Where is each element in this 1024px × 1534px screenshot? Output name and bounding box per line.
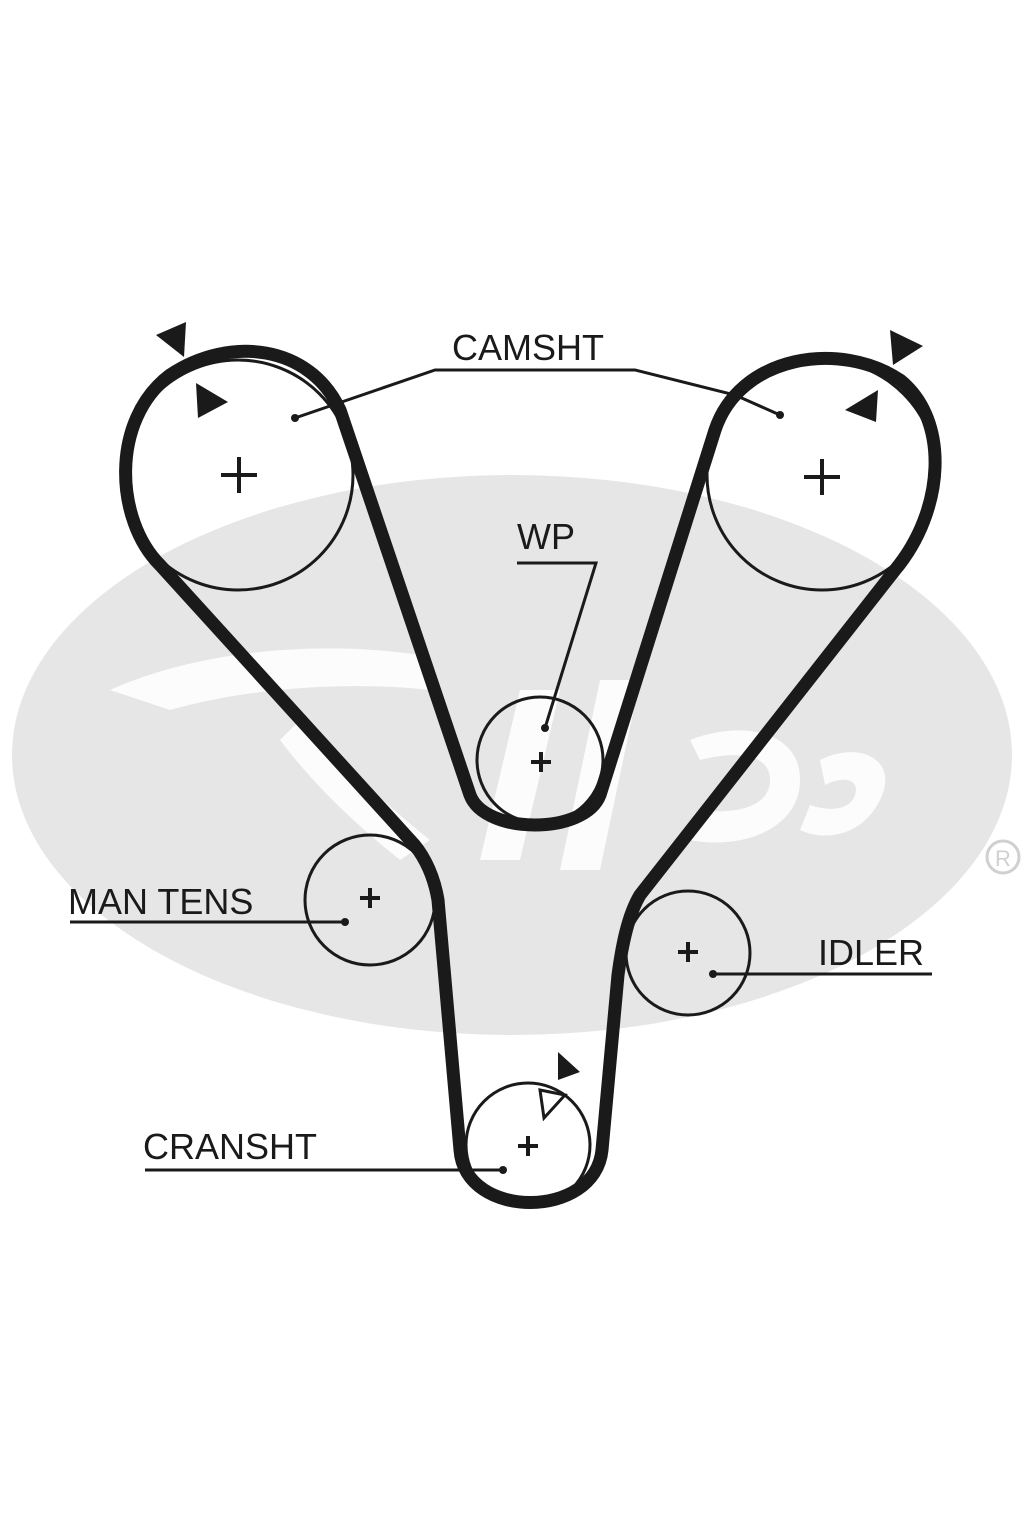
triangle-marker-icon: [890, 330, 923, 365]
camshaft-label: CAMSHT: [452, 327, 604, 368]
water-pump-leader-dot: [541, 724, 549, 732]
plus-icon: [804, 459, 840, 495]
pulley-centers: [221, 457, 840, 1156]
triangle-marker-icon: [156, 322, 186, 357]
timing-marks: [156, 322, 923, 1122]
leader-lines: [70, 368, 932, 1172]
triangle-marker-icon: [196, 383, 228, 418]
crankshaft-label: CRANSHT: [143, 1126, 317, 1167]
plus-icon: [518, 1136, 538, 1156]
leader-endpoints: [291, 411, 784, 1174]
idler-leader-dot: [709, 970, 717, 978]
plus-icon: [678, 942, 698, 962]
registered-mark-r: R: [995, 846, 1011, 871]
triangle-marker-icon: [845, 390, 878, 422]
timing-belt: [119, 344, 942, 1209]
triangle-marker-icon: [558, 1052, 580, 1080]
manual-tensioner-leader-dot: [341, 918, 349, 926]
registered-mark-circle: [985, 839, 1021, 875]
water-pump-label: WP: [517, 516, 575, 557]
camshaft-leader-left: [294, 368, 781, 420]
idler-label: IDLER: [818, 932, 924, 973]
crankshaft-leader-dot: [499, 1166, 507, 1174]
camshaft-leader-dot-right: [776, 411, 784, 419]
water-pump-leader: [517, 561, 599, 729]
camshaft-leader-dot-left: [291, 414, 299, 422]
plus-icon: [360, 888, 380, 908]
plus-icon: [531, 752, 551, 772]
plus-icon: [221, 457, 257, 493]
manual-tensioner-label: MAN TENS: [68, 881, 253, 922]
triangle-marker-icon-outline: [538, 1088, 568, 1122]
